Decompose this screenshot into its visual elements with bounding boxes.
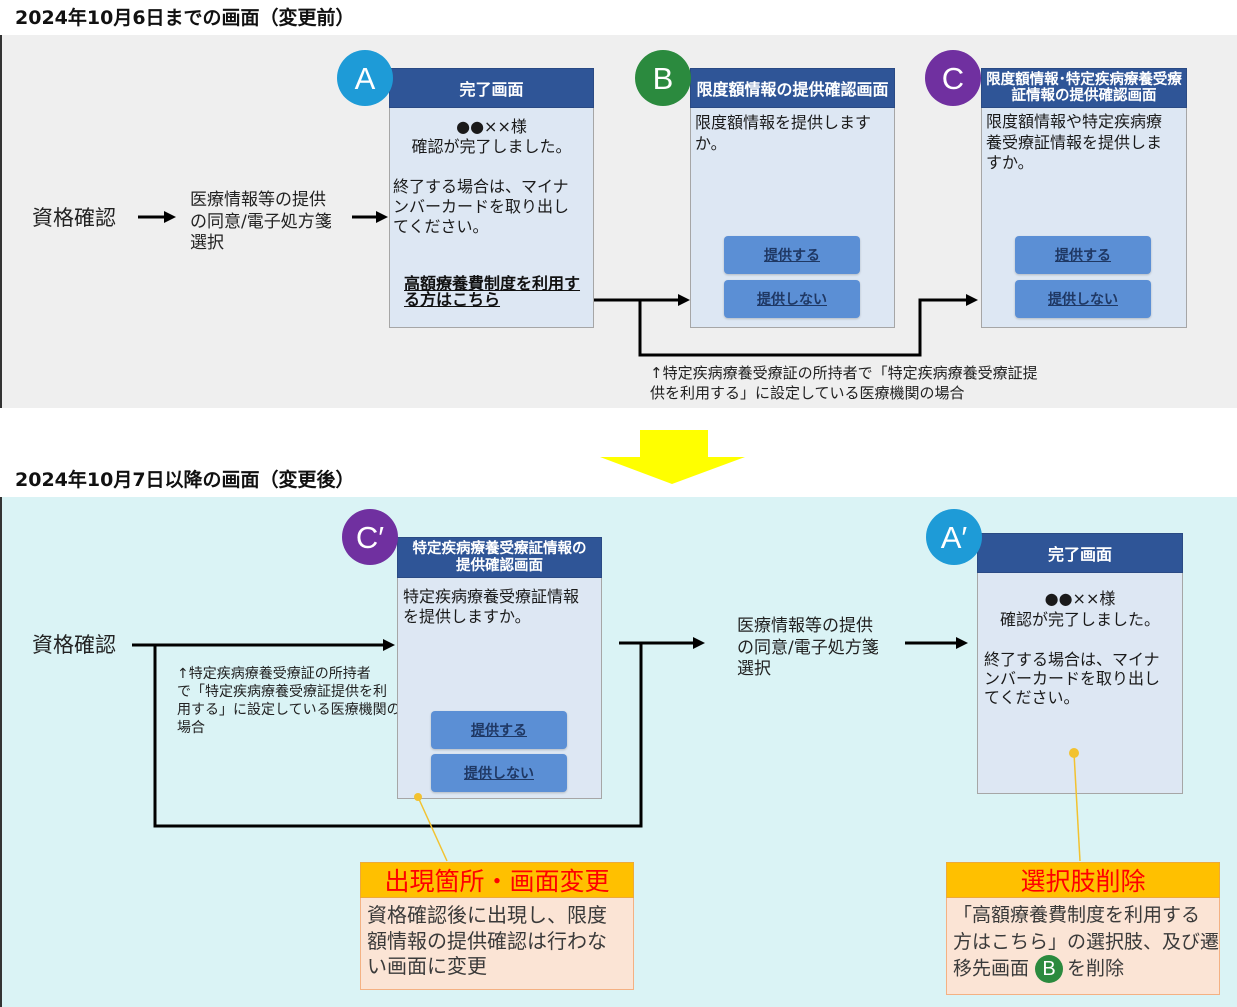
confirmation-complete-text: 確認が完了しました。: [411, 137, 572, 156]
header-line: 特定疾病療養受療証情報の: [412, 541, 587, 557]
message-line: 限度額情報を提供します: [695, 113, 872, 132]
message-line: てください。: [393, 217, 489, 236]
header-line: 提供確認画面: [456, 557, 543, 574]
before-section-title: 2024年10月6日までの画面（変更前）: [15, 7, 355, 29]
before-branch-note: ↑特定疾病療養受療証の所持者で「特定疾病療養受療証提 供を利用する」に設定してい…: [650, 364, 1038, 403]
link-line[interactable]: 高額療養費制度を利用す: [404, 274, 581, 293]
provide-button[interactable]: 提供する: [431, 711, 567, 749]
message-line: 限度額情報や特定疾病療: [986, 112, 1163, 131]
screen-c-limit-and-specific-disease-confirm: 限度額情報･特定疾病療養受療 証情報の提供確認画面 限度額情報や特定疾病療 養受…: [981, 68, 1187, 328]
screen-c-prime-specific-disease-confirm: 特定疾病療養受療証情報の 提供確認画面 特定疾病療養受療証情報 を提供しますか。…: [397, 537, 602, 799]
consent-line: 選択: [190, 233, 224, 253]
message-line: を提供しますか。: [403, 607, 531, 626]
note-line: 用する」に設定している医療機関の: [177, 702, 401, 718]
change-down-arrow: [600, 430, 745, 484]
badge-b: B: [635, 50, 691, 106]
screen-a-completion: 完了画面 ●●××様 確認が完了しました。 終了する場合は、マイナ ンバーカード…: [389, 68, 594, 328]
header-line: 証情報の提供確認画面: [1011, 88, 1157, 104]
badge-c: C: [925, 50, 981, 106]
do-not-provide-button[interactable]: 提供しない: [724, 280, 860, 318]
screen-b-message: 限度額情報を提供します か。: [695, 112, 871, 154]
screen-b-limit-info-confirm: 限度額情報の提供確認画面 限度額情報を提供します か。 提供する 提供しない: [690, 68, 895, 328]
screen-a-body: ●●××様 確認が完了しました。 終了する場合は、マイナ ンバーカードを取り出し…: [389, 108, 594, 328]
screen-a-prime-header: 完了画面: [977, 533, 1183, 573]
screen-c-prime-body: 特定疾病療養受療証情報 を提供しますか。: [397, 578, 602, 799]
consent-line: 医療情報等の提供: [737, 616, 873, 636]
consent-line: の同意/電子処方箋: [737, 637, 879, 658]
confirmation-complete-text: 確認が完了しました。: [999, 610, 1160, 629]
screen-a-prime-greeting: ●●××様 確認が完了しました。: [978, 588, 1182, 630]
callout-title: 出現箇所・画面変更: [360, 862, 634, 898]
screen-a-prime-message: 終了する場合は、マイナ ンバーカードを取り出し てください。: [984, 650, 1160, 707]
do-not-provide-button[interactable]: 提供しない: [431, 754, 567, 792]
header-line: 限度額情報･特定疾病療養受療: [986, 71, 1182, 88]
message-line: てください。: [984, 688, 1080, 707]
message-line: ンバーカードを取り出し: [984, 669, 1161, 688]
note-line: ↑特定疾病療養受療証の所持者で「特定疾病療養受療証提: [650, 364, 1038, 382]
provide-button[interactable]: 提供する: [1015, 236, 1151, 274]
link-line[interactable]: る方はこちら: [404, 290, 501, 309]
customer-name-text: ●●××様: [1044, 589, 1116, 608]
message-line: 養受療証情報を提供しま: [986, 132, 1163, 152]
provide-button[interactable]: 提供する: [724, 236, 860, 274]
message-line: すか。: [986, 153, 1034, 172]
badge-a-prime: A′: [926, 509, 982, 565]
message-line: 特定疾病療養受療証情報: [403, 587, 580, 606]
callout-line: 「高額療養費制度を利用する: [953, 904, 1201, 926]
start-label-qualification-check: 資格確認: [32, 633, 116, 657]
consent-line: 医療情報等の提供: [190, 190, 326, 210]
high-cost-medical-link[interactable]: 高額療養費制度を利用す る方はこちら: [404, 276, 580, 308]
message-line: か。: [695, 134, 727, 153]
consent-selection-label: 医療情報等の提供 の同意/電子処方箋 選択: [190, 190, 332, 255]
badge-c-prime: C′: [342, 509, 398, 565]
screen-a-message: 終了する場合は、マイナ ンバーカードを取り出し てください。: [393, 177, 569, 237]
after-section-title: 2024年10月7日以降の画面（変更後）: [15, 469, 355, 491]
badge-b-inline: B: [1035, 955, 1064, 983]
customer-name-text: ●●××様: [456, 117, 527, 136]
callout-title: 選択肢削除: [946, 862, 1220, 898]
consent-line: 選択: [737, 659, 771, 679]
screen-a-prime-body: ●●××様 確認が完了しました。 終了する場合は、マイナ ンバーカードを取り出し…: [977, 573, 1183, 794]
note-line: で「特定疾病療養受療証提供を利: [177, 684, 387, 700]
screen-c-prime-message: 特定疾病療養受療証情報 を提供しますか。: [403, 587, 579, 627]
callout-line: 方はこちら」の選択肢、及び遷: [953, 930, 1220, 953]
callout-line: い画面に変更: [367, 954, 487, 978]
screen-a-prime-completion: 完了画面 ●●××様 確認が完了しました。 終了する場合は、マイナ ンバーカード…: [977, 533, 1183, 794]
callout-appearance-change: 出現箇所・画面変更 資格確認後に出現し、限度 額情報の提供確認は行わな い画面に…: [360, 862, 634, 990]
message-line: 終了する場合は、マイナ: [984, 650, 1160, 669]
consent-selection-label: 医療情報等の提供 の同意/電子処方箋 選択: [737, 616, 879, 681]
callout-body: 資格確認後に出現し、限度 額情報の提供確認は行わな い画面に変更: [360, 898, 634, 990]
callout-text: を削除: [1067, 957, 1125, 980]
screen-a-greeting: ●●××様 確認が完了しました。: [390, 117, 593, 157]
start-label-qualification-check: 資格確認: [32, 206, 116, 230]
callout-line: 資格確認後に出現し、限度: [367, 903, 607, 927]
message-line: 終了する場合は、マイナ: [393, 177, 569, 196]
screen-a-header: 完了画面: [389, 68, 594, 108]
message-line: ンバーカードを取り出し: [393, 197, 570, 216]
note-line: 供を利用する」に設定している医療機関の場合: [650, 383, 965, 402]
screen-c-message: 限度額情報や特定疾病療 養受療証情報を提供しま すか。: [986, 112, 1162, 174]
consent-line: の同意/電子処方箋: [190, 211, 332, 232]
note-line: ↑特定疾病療養受療証の所持者: [177, 666, 371, 682]
note-line: 場合: [177, 720, 205, 736]
callout-text: 移先画面: [953, 957, 1030, 980]
callout-line: 額情報の提供確認は行わな: [367, 928, 607, 953]
badge-a: A: [337, 50, 393, 106]
screen-b-header: 限度額情報の提供確認画面: [690, 68, 895, 108]
screen-c-prime-header: 特定疾病療養受療証情報の 提供確認画面: [397, 537, 602, 578]
do-not-provide-button[interactable]: 提供しない: [1015, 280, 1151, 318]
screen-c-header: 限度額情報･特定疾病療養受療 証情報の提供確認画面: [981, 68, 1187, 108]
after-branch-note: ↑特定疾病療養受療証の所持者 で「特定疾病療養受療証提供を利 用する」に設定して…: [177, 665, 401, 737]
